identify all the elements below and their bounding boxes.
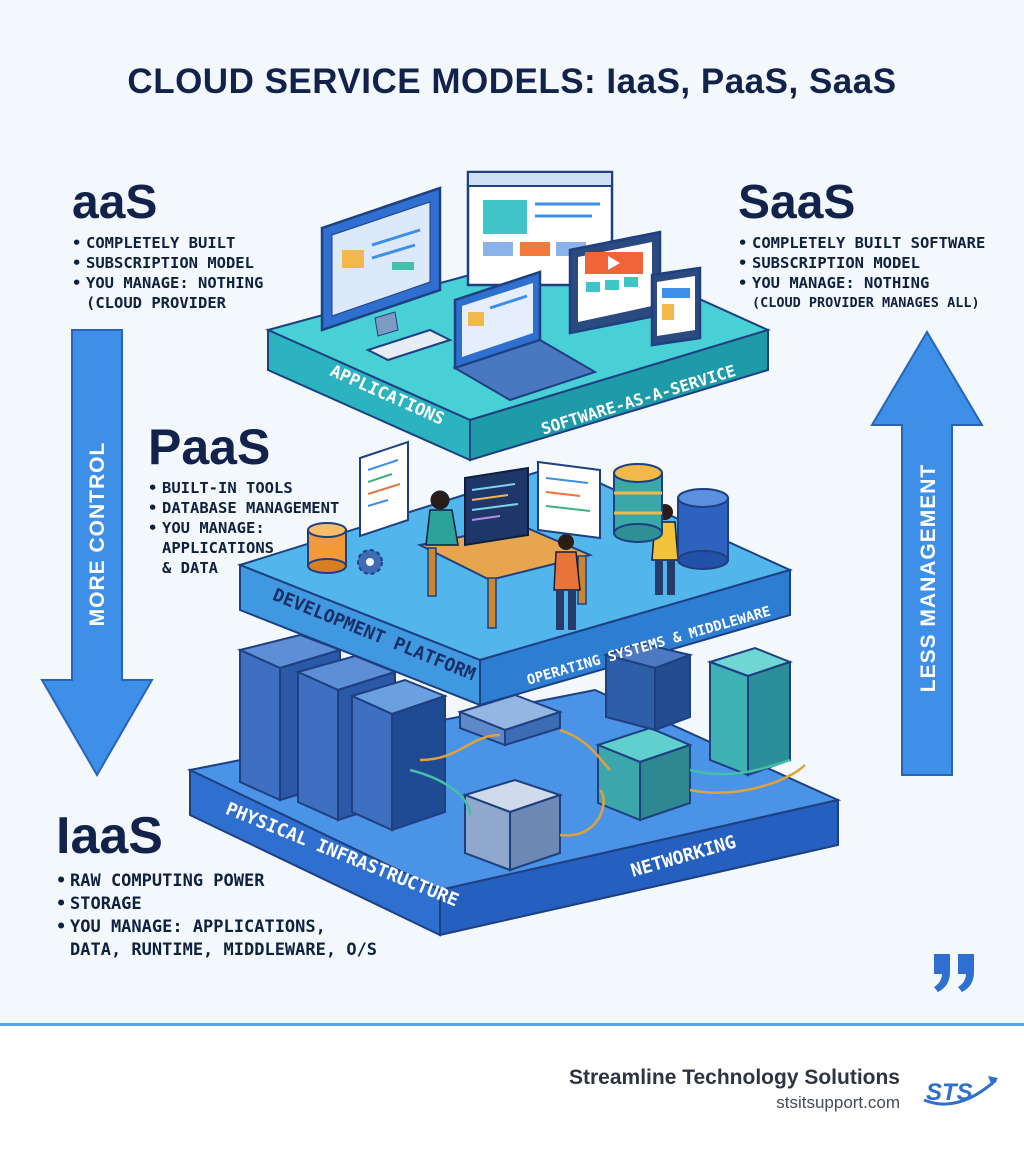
less-management-label: LESS MANAGEMENT xyxy=(917,464,940,693)
network-cables xyxy=(409,728,806,837)
gear-icon xyxy=(357,549,383,575)
top-left-bullet-1: COMPLETELY BUILT xyxy=(72,233,263,253)
more-control-arrow xyxy=(40,329,154,777)
more-control-label: MORE CONTROL xyxy=(86,442,109,627)
laptop-icon xyxy=(452,270,598,402)
saas-bullet-1: COMPLETELY BUILT SOFTWARE xyxy=(738,233,985,253)
top-left-bullet-3: YOU MANAGE: NOTHING xyxy=(72,273,263,293)
iaas-bullets: RAW COMPUTING POWER STORAGE YOU MANAGE: … xyxy=(56,870,377,962)
top-left-bullets: COMPLETELY BUILT SUBSCRIPTION MODEL YOU … xyxy=(72,233,263,313)
saas-bullet-2: SUBSCRIPTION MODEL xyxy=(738,253,985,273)
top-left-bullet-2: SUBSCRIPTION MODEL xyxy=(72,253,263,273)
company-url[interactable]: stsitsupport.com xyxy=(776,1093,900,1112)
paas-bullet-1: BUILT-IN TOOLS xyxy=(148,478,339,498)
paas-bullet-cont-1: APPLICATIONS xyxy=(162,539,274,557)
iaas-bullet-cont-1: DATA, RUNTIME, MIDDLEWARE, O/S xyxy=(70,940,378,960)
top-left-bullet-4: (CLOUD PROVIDER xyxy=(86,294,226,312)
iaas-heading: IaaS xyxy=(56,807,163,865)
footer xyxy=(0,1026,1024,1154)
developer-figure-icon xyxy=(416,466,679,630)
less-management-arrow xyxy=(870,330,984,776)
database-icon xyxy=(307,463,729,574)
server-rack-icon xyxy=(236,633,448,832)
saas-heading: SaaS xyxy=(738,176,856,229)
footer-divider xyxy=(0,1023,1024,1026)
top-left-heading: aaS xyxy=(72,176,158,229)
saas-bullet-sub: (CLOUD PROVIDER MANAGES ALL) xyxy=(752,295,980,311)
saas-bullet-3: YOU MANAGE: NOTHING xyxy=(738,273,985,293)
quote-mark-icon xyxy=(930,950,980,999)
page-title: CLOUD SERVICE MODELS: IaaS, PaaS, SaaS xyxy=(127,62,897,101)
iaas-bullet-2: STORAGE xyxy=(56,893,377,916)
monitor-icon xyxy=(320,186,453,362)
tablet-icon xyxy=(568,230,702,347)
company-name: Streamline Technology Solutions xyxy=(569,1066,900,1089)
sts-logo-icon: STS xyxy=(918,1070,1000,1119)
saas-bullets: COMPLETELY BUILT SOFTWARE SUBSCRIPTION M… xyxy=(738,233,985,313)
paas-bullet-cont-2: & DATA xyxy=(162,559,218,577)
code-panel-icon xyxy=(359,440,601,540)
paas-bullet-2: DATABASE MANAGEMENT xyxy=(148,498,339,518)
iaas-bullet-3: YOU MANAGE: APPLICATIONS, xyxy=(56,916,377,939)
sts-logo-text: STS xyxy=(926,1079,973,1106)
iaas-bullet-1: RAW COMPUTING POWER xyxy=(56,870,377,893)
paas-bullets: BUILT-IN TOOLS DATABASE MANAGEMENT YOU M… xyxy=(148,478,339,578)
paas-heading: PaaS xyxy=(148,419,271,475)
paas-bullet-3: YOU MANAGE: xyxy=(148,518,339,538)
server-stack-icon xyxy=(457,646,793,872)
